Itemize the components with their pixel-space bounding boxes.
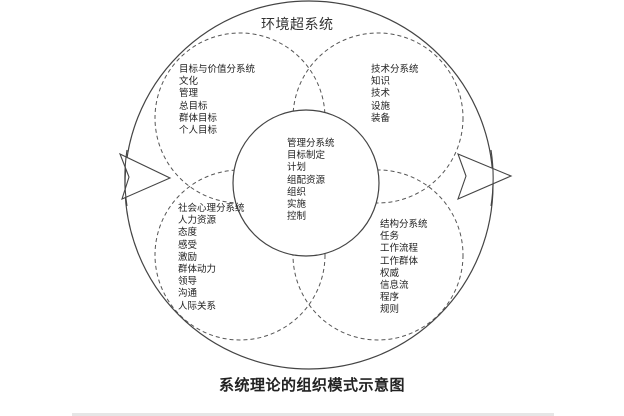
subsystem-item: 总目标 [179,100,208,112]
management-circle [232,109,380,257]
subsystem-item: 领导 [178,276,198,288]
subsystem-item: 知识 [371,76,391,88]
subsystem-item: 工作群体 [380,255,419,267]
subsystem-item: 组织 [287,186,307,198]
subsystem-title: 结构分系统 [380,219,428,230]
subsystem-title: 管理分系统 [287,138,335,149]
subsystem-item: 工作流程 [380,243,419,255]
subsystem-item: 感受 [178,239,198,251]
subsystem-item: 组配资源 [287,174,326,186]
subsystem-item: 程序 [380,292,400,304]
subsystem-item: 群体动力 [178,263,217,275]
subsystem-title: 社会心理分系统 [178,203,245,214]
subsystem-item: 技术 [371,88,391,100]
subsystem-item: 规则 [380,304,400,316]
output-arrow-icon [457,153,513,201]
subsystem-item: 态度 [178,227,198,239]
bottom-divider [72,413,554,416]
subsystem-title: 技术分系统 [371,64,419,75]
subsystem-item: 管理 [179,88,199,100]
subsystem-item: 激励 [178,251,198,263]
technical-subsystem: 技术分系统 知识 技术 设施 装备 [371,64,419,125]
subsystem-item: 任务 [380,231,400,243]
subsystem-item: 目标制定 [287,150,326,162]
goals-values-subsystem: 目标与价值分系统 文化 管理 总目标 群体目标 个人目标 [179,64,255,137]
subsystem-item: 计划 [287,162,307,174]
subsystem-title: 目标与价值分系统 [179,64,256,75]
diagram-caption: 系统理论的组织模式示意图 [218,376,405,394]
subsystem-item: 信息流 [380,279,409,291]
subsystem-item: 群体目标 [179,112,218,124]
subsystem-item: 个人目标 [179,124,218,136]
subsystem-item: 实施 [287,198,307,210]
subsystem-item: 设施 [371,100,391,112]
subsystem-item: 文化 [179,76,199,88]
subsystem-item: 权威 [380,267,400,279]
psychosocial-subsystem: 社会心理分系统 人力资源 态度 感受 激励 群体动力 领导 沟通 人际关系 [178,203,245,313]
structural-subsystem: 结构分系统 任务 工作流程 工作群体 权威 信息流 程序 规则 [380,219,428,317]
subsystem-item: 人力资源 [178,215,217,227]
input-arrow-icon [118,152,172,200]
subsystem-item: 控制 [287,211,307,223]
environment-title: 环境超系统 [261,17,334,33]
subsystem-item: 装备 [371,112,391,124]
subsystem-item: 人际关系 [178,300,217,312]
subsystem-item: 沟通 [178,288,198,300]
management-subsystem: 管理分系统 目标制定 计划 组配资源 组织 实施 控制 [287,138,335,223]
